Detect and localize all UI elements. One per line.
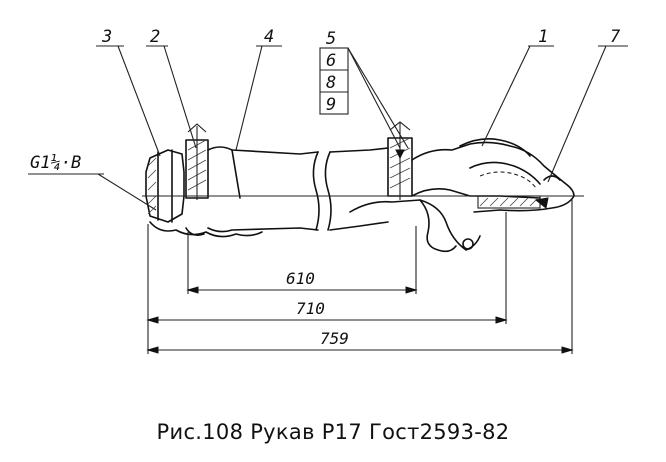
callout-4: 4	[264, 27, 274, 47]
callout-9: 9	[326, 95, 336, 115]
dim-710: 710	[296, 299, 325, 318]
callout-1: 1	[538, 27, 548, 47]
dim-759: 759	[320, 329, 349, 348]
left-nut	[145, 149, 185, 223]
callout-7: 7	[610, 27, 621, 47]
callout-3: 3	[101, 27, 112, 47]
thread-label: G1¼·B	[30, 153, 81, 173]
right-fitting	[349, 138, 575, 253]
hose-body	[149, 146, 389, 238]
callout-6: 6	[326, 51, 336, 71]
callout-8: 8	[326, 73, 336, 93]
callout-leaders	[28, 45, 628, 211]
callout-5: 5	[326, 29, 336, 49]
left-clamp	[185, 123, 209, 200]
figure-caption: Рис.108 Рукав Р17 Гост2593-82	[156, 420, 510, 444]
dim-610: 610	[286, 269, 315, 288]
dimension-lines	[146, 198, 574, 354]
callout-2: 2	[150, 27, 160, 47]
